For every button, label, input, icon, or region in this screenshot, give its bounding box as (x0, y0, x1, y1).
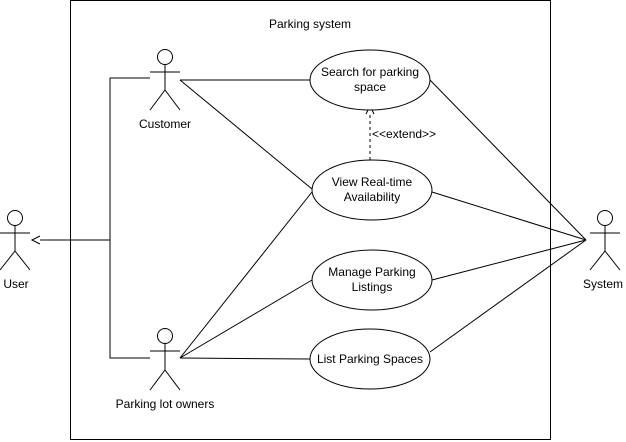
use-case-manage-label: Manage Parking Listings (328, 265, 416, 294)
actor-system-icon[interactable] (589, 210, 621, 271)
actor-customer-icon[interactable] (149, 49, 181, 111)
actor-owners-label: Parking lot owners (115, 397, 215, 411)
actor-user-icon[interactable] (0, 210, 31, 271)
assoc-owners-manage (179, 279, 313, 359)
system-boundary (70, 0, 551, 440)
use-case-manage[interactable] (311, 249, 433, 311)
extend-label: <<extend>> (372, 127, 437, 141)
generalization-connector (30, 77, 150, 359)
use-case-list[interactable] (309, 328, 431, 390)
use-case-search-label: Search for parking space (320, 65, 420, 94)
system-title: Parking system (268, 17, 352, 31)
association-lines (179, 79, 587, 360)
assoc-system-list (429, 239, 587, 353)
use-case-list-label: List Parking Spaces (316, 351, 424, 366)
use-case-view[interactable] (311, 159, 433, 221)
actor-owners-icon[interactable] (149, 328, 181, 391)
assoc-customer-view (179, 79, 313, 190)
actor-customer-label: Customer (138, 117, 191, 131)
assoc-owners-view (179, 191, 313, 359)
use-case-search[interactable] (309, 49, 431, 111)
assoc-system-view (431, 191, 587, 241)
actor-system-label: System (582, 277, 623, 291)
use-case-view-label: View Real-time Availability (331, 175, 413, 204)
assoc-owners-list (179, 357, 311, 360)
assoc-system-manage (431, 239, 587, 281)
assoc-system-search (429, 79, 587, 241)
actor-user-label: User (3, 277, 29, 291)
